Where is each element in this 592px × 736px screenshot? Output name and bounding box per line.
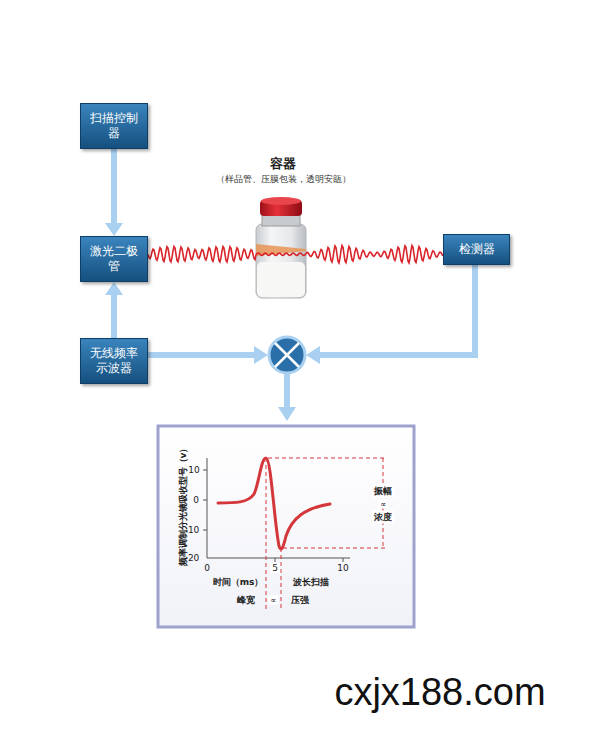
box-label: 扫描控制器 [85,111,143,141]
process-box: 激光二极管 [80,236,148,282]
axis-note: 压强 [291,594,309,607]
symbol-label: ∝ [268,596,278,605]
process-box: 检测器 [443,234,510,265]
signal-lines [148,265,478,421]
laser-beam [148,246,443,264]
symbol-label: ∝ [378,500,388,509]
container-note: （样品管、压膜包装，透明安瓿） [216,173,351,186]
process-box: 扫描控制器 [80,103,148,149]
container-title: 容器 [270,155,296,173]
connector [105,149,123,236]
tick-label: 10 [337,563,348,573]
tick-label: 0 [204,563,210,573]
axis-note: 峰宽 [237,594,255,607]
watermark: cxjx188.com [334,671,545,714]
process-box: 无线频率示波器 [80,338,148,384]
tick-label: -20 [185,553,200,563]
tick-label: 5 [270,563,280,573]
amplitude-note: 振幅 [372,485,394,498]
tick-label: -10 [185,525,200,535]
connector [105,282,123,338]
vial [256,197,306,298]
tick-label: 0 [193,495,199,505]
axis-title: 频率调制分光镜吸收型号（v） [177,444,190,567]
mixer-symbol [269,337,305,373]
tick-label: 10 [188,465,199,475]
box-label: 激光二极管 [85,244,143,274]
box-label: 无线频率示波器 [85,346,143,376]
amplitude-note: 浓度 [372,511,394,524]
box-label: 检测器 [448,242,505,257]
chart-panel [158,426,414,627]
axis-note: 波长扫描 [293,576,329,589]
axis-title: 时间（ms） [213,576,264,589]
